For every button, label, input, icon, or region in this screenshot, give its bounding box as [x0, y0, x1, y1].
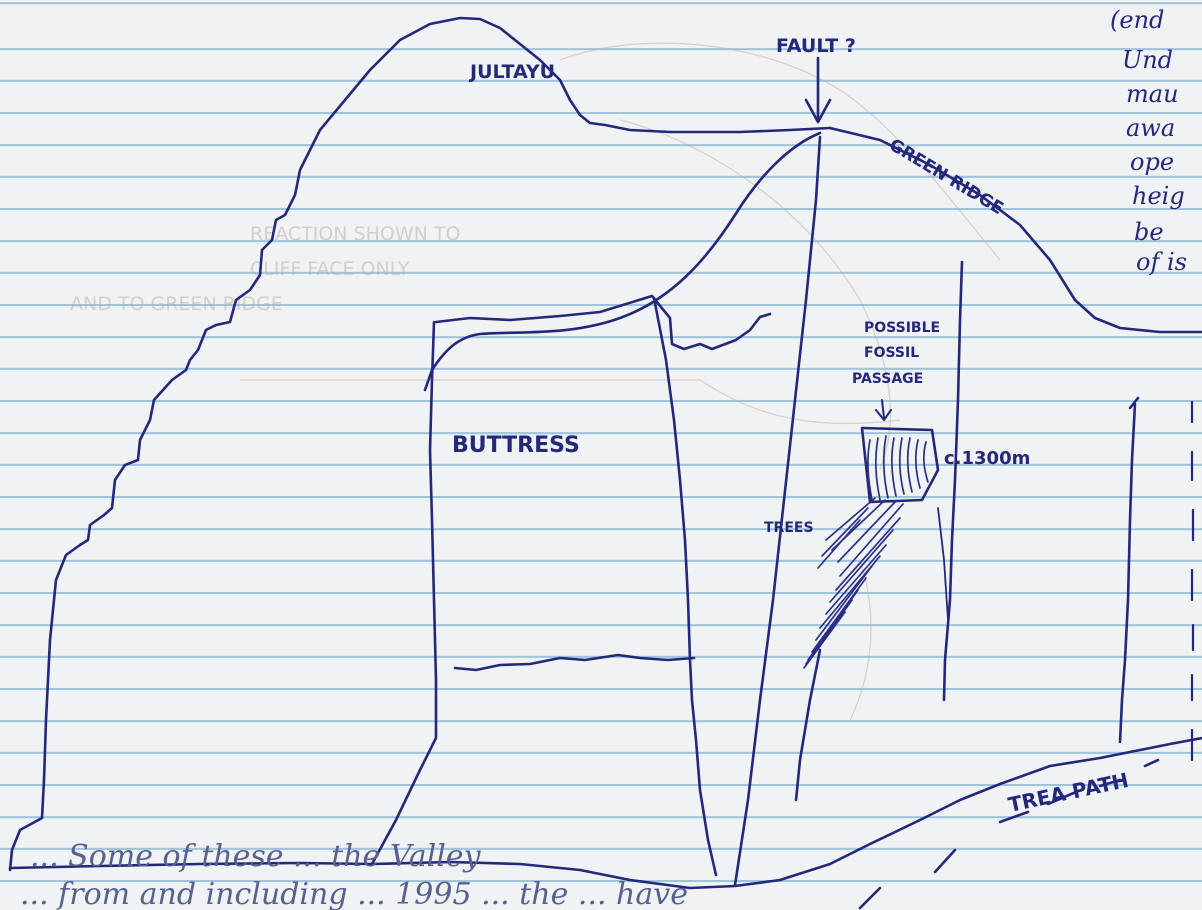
label-altitude: c.1300m: [944, 448, 1030, 469]
label-buttress: BUTTRESS: [452, 433, 580, 458]
bleed-line-2: CLIFF FACE ONLY: [250, 258, 410, 280]
margin-note-line: awa: [1126, 114, 1175, 142]
margin-note: (end Und mau awa ope heig be of is: [1110, 6, 1187, 276]
bottom-text-line: ... Some of these ... the Valley: [30, 839, 482, 874]
fault-arrow: [806, 58, 830, 122]
passage-arrow: [876, 400, 891, 420]
jultayu-peak-outline: [10, 18, 830, 870]
label-passage: PASSAGE: [852, 371, 923, 387]
margin-note-line: (end: [1110, 6, 1164, 34]
bleed-line-1: REACTION SHOWN TO: [250, 223, 460, 245]
margin-note-line: of is: [1136, 248, 1187, 276]
margin-note-line: heig: [1132, 182, 1185, 210]
right-cliff-line: [944, 262, 962, 700]
buttress-left-edge: [372, 322, 436, 864]
margin-note-line: mau: [1126, 80, 1179, 108]
fossil-passage-mark: [862, 428, 938, 502]
label-fault: FAULT ?: [776, 35, 856, 57]
bleed-line-3: AND TO GREEN RIDGE: [70, 293, 283, 315]
trees-edge-line: [796, 650, 820, 800]
label-jultayu: JULTAYU: [468, 61, 555, 83]
label-fossil: FOSSIL: [864, 345, 919, 361]
trees-hatching: [804, 498, 903, 668]
label-trees: TREES: [764, 520, 814, 536]
margin-note-line: ope: [1130, 148, 1174, 176]
dashed-path-slope: [860, 850, 955, 908]
shoulder-ridge-outline: [425, 133, 820, 390]
margin-note-line: be: [1134, 218, 1164, 246]
label-green-ridge: GREEN RIDGE: [885, 135, 1006, 219]
fault-line: [735, 137, 820, 885]
valley-wall-line: [1120, 398, 1138, 742]
cliff-base-mark: [938, 508, 948, 620]
lower-ledge: [455, 655, 694, 670]
margin-ticks: [1192, 402, 1193, 760]
margin-note-line: Und: [1122, 46, 1173, 74]
bottom-text-line: ... from and including ... 1995 ... the …: [20, 877, 688, 910]
label-possible: POSSIBLE: [864, 320, 940, 336]
